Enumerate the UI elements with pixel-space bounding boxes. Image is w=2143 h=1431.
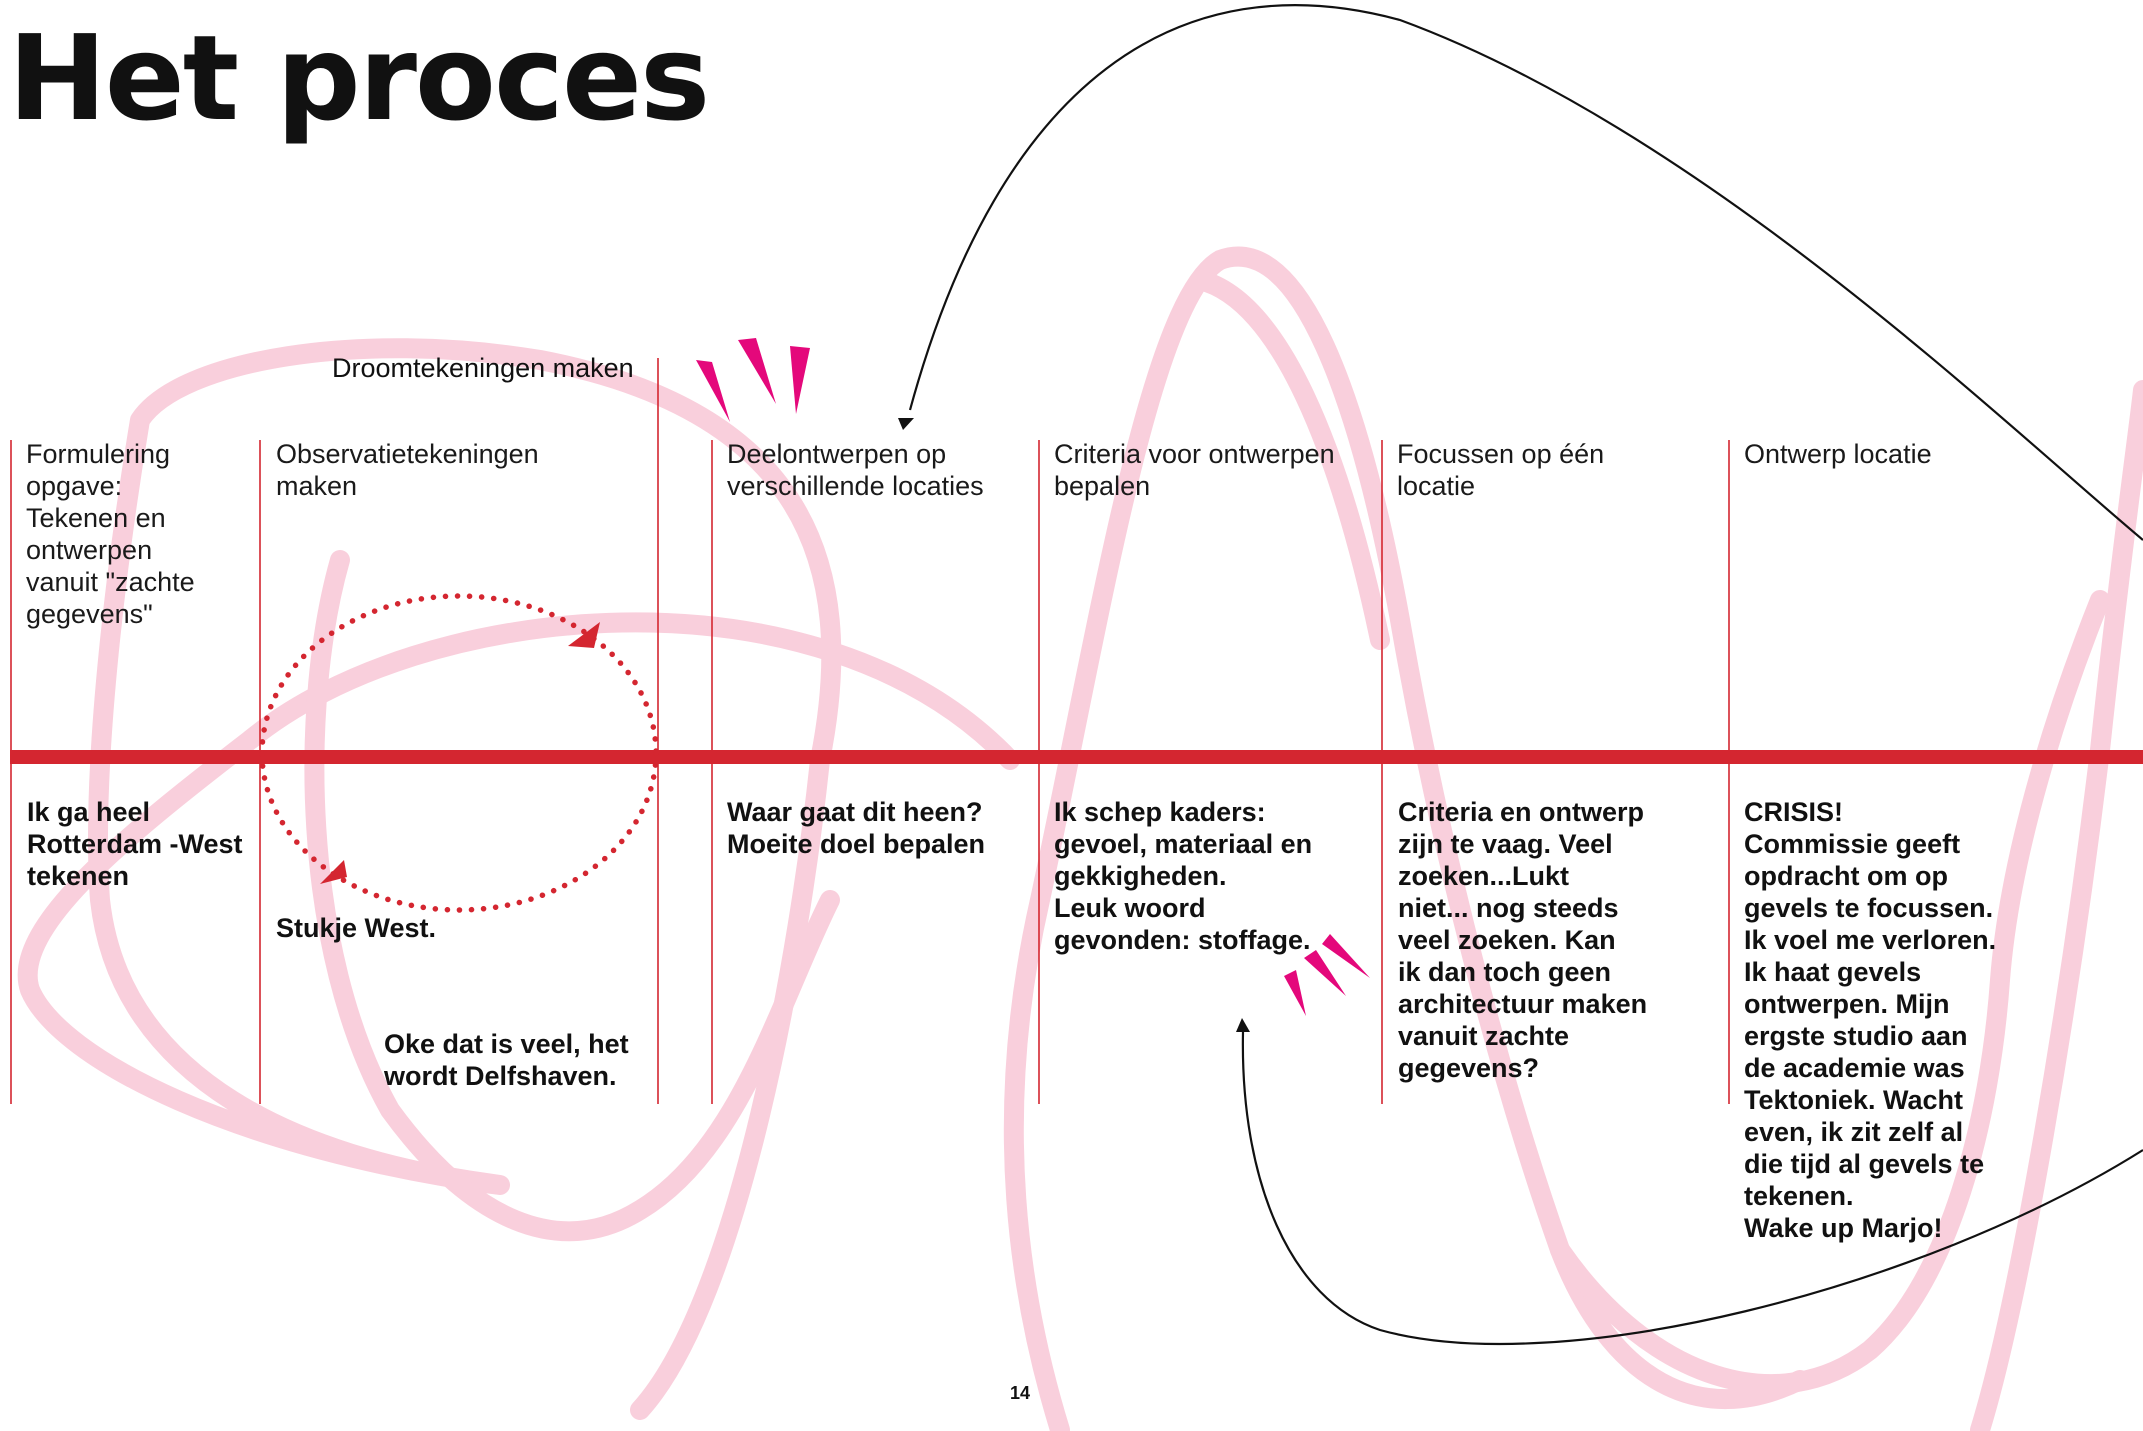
phase-reflection: Waar gaat dit heen? Moeite doel bepalen <box>727 797 986 859</box>
phase-reflection: Ik ga heel Rotterdam -West tekenen <box>27 797 243 891</box>
emphasis-spikes-top <box>696 338 810 422</box>
feedback-arrows <box>908 4 2143 1345</box>
phase-header: Deelontwerpen op verschillende locaties <box>727 439 984 501</box>
loop-arrowhead <box>320 860 347 884</box>
phase-header: Ontwerp locatie <box>1744 439 1932 469</box>
delfshaven-note: Oke dat is veel, het wordt Delfshaven. <box>384 1029 629 1091</box>
phase-dividers <box>10 358 1730 1104</box>
phase-header: Observatietekeningen maken <box>276 439 539 501</box>
arrowhead <box>898 418 914 430</box>
timeline-bar <box>10 750 2143 764</box>
phase-reflection: Stukje West. <box>276 913 437 943</box>
phase-reflection: Criteria en ontwerp zijn te vaag. Veel z… <box>1398 797 1648 1083</box>
phase-header: Criteria voor ontwerpen bepalen <box>1054 439 1335 501</box>
page-number: 14 <box>1010 1383 1031 1403</box>
phase-reflection: Ik schep kaders: gevoel, materiaal en ge… <box>1054 797 1313 955</box>
phase-reflection: CRISIS! Commissie geeft opdracht om op g… <box>1744 797 1997 1243</box>
page-title: Het proces <box>8 9 710 147</box>
phase-header: Focussen op één locatie <box>1397 439 1605 501</box>
iteration-loop <box>259 593 659 913</box>
pink-scribble <box>17 246 2143 1431</box>
phase-header: Formulering opgave: Tekenen en ontwerpen… <box>26 439 195 629</box>
dream-drawings-label: Droomtekeningen maken <box>332 353 634 383</box>
emphasis-spikes-middle <box>1284 934 1370 1016</box>
arrowhead <box>1236 1018 1250 1032</box>
loop-arrowhead <box>568 622 600 648</box>
